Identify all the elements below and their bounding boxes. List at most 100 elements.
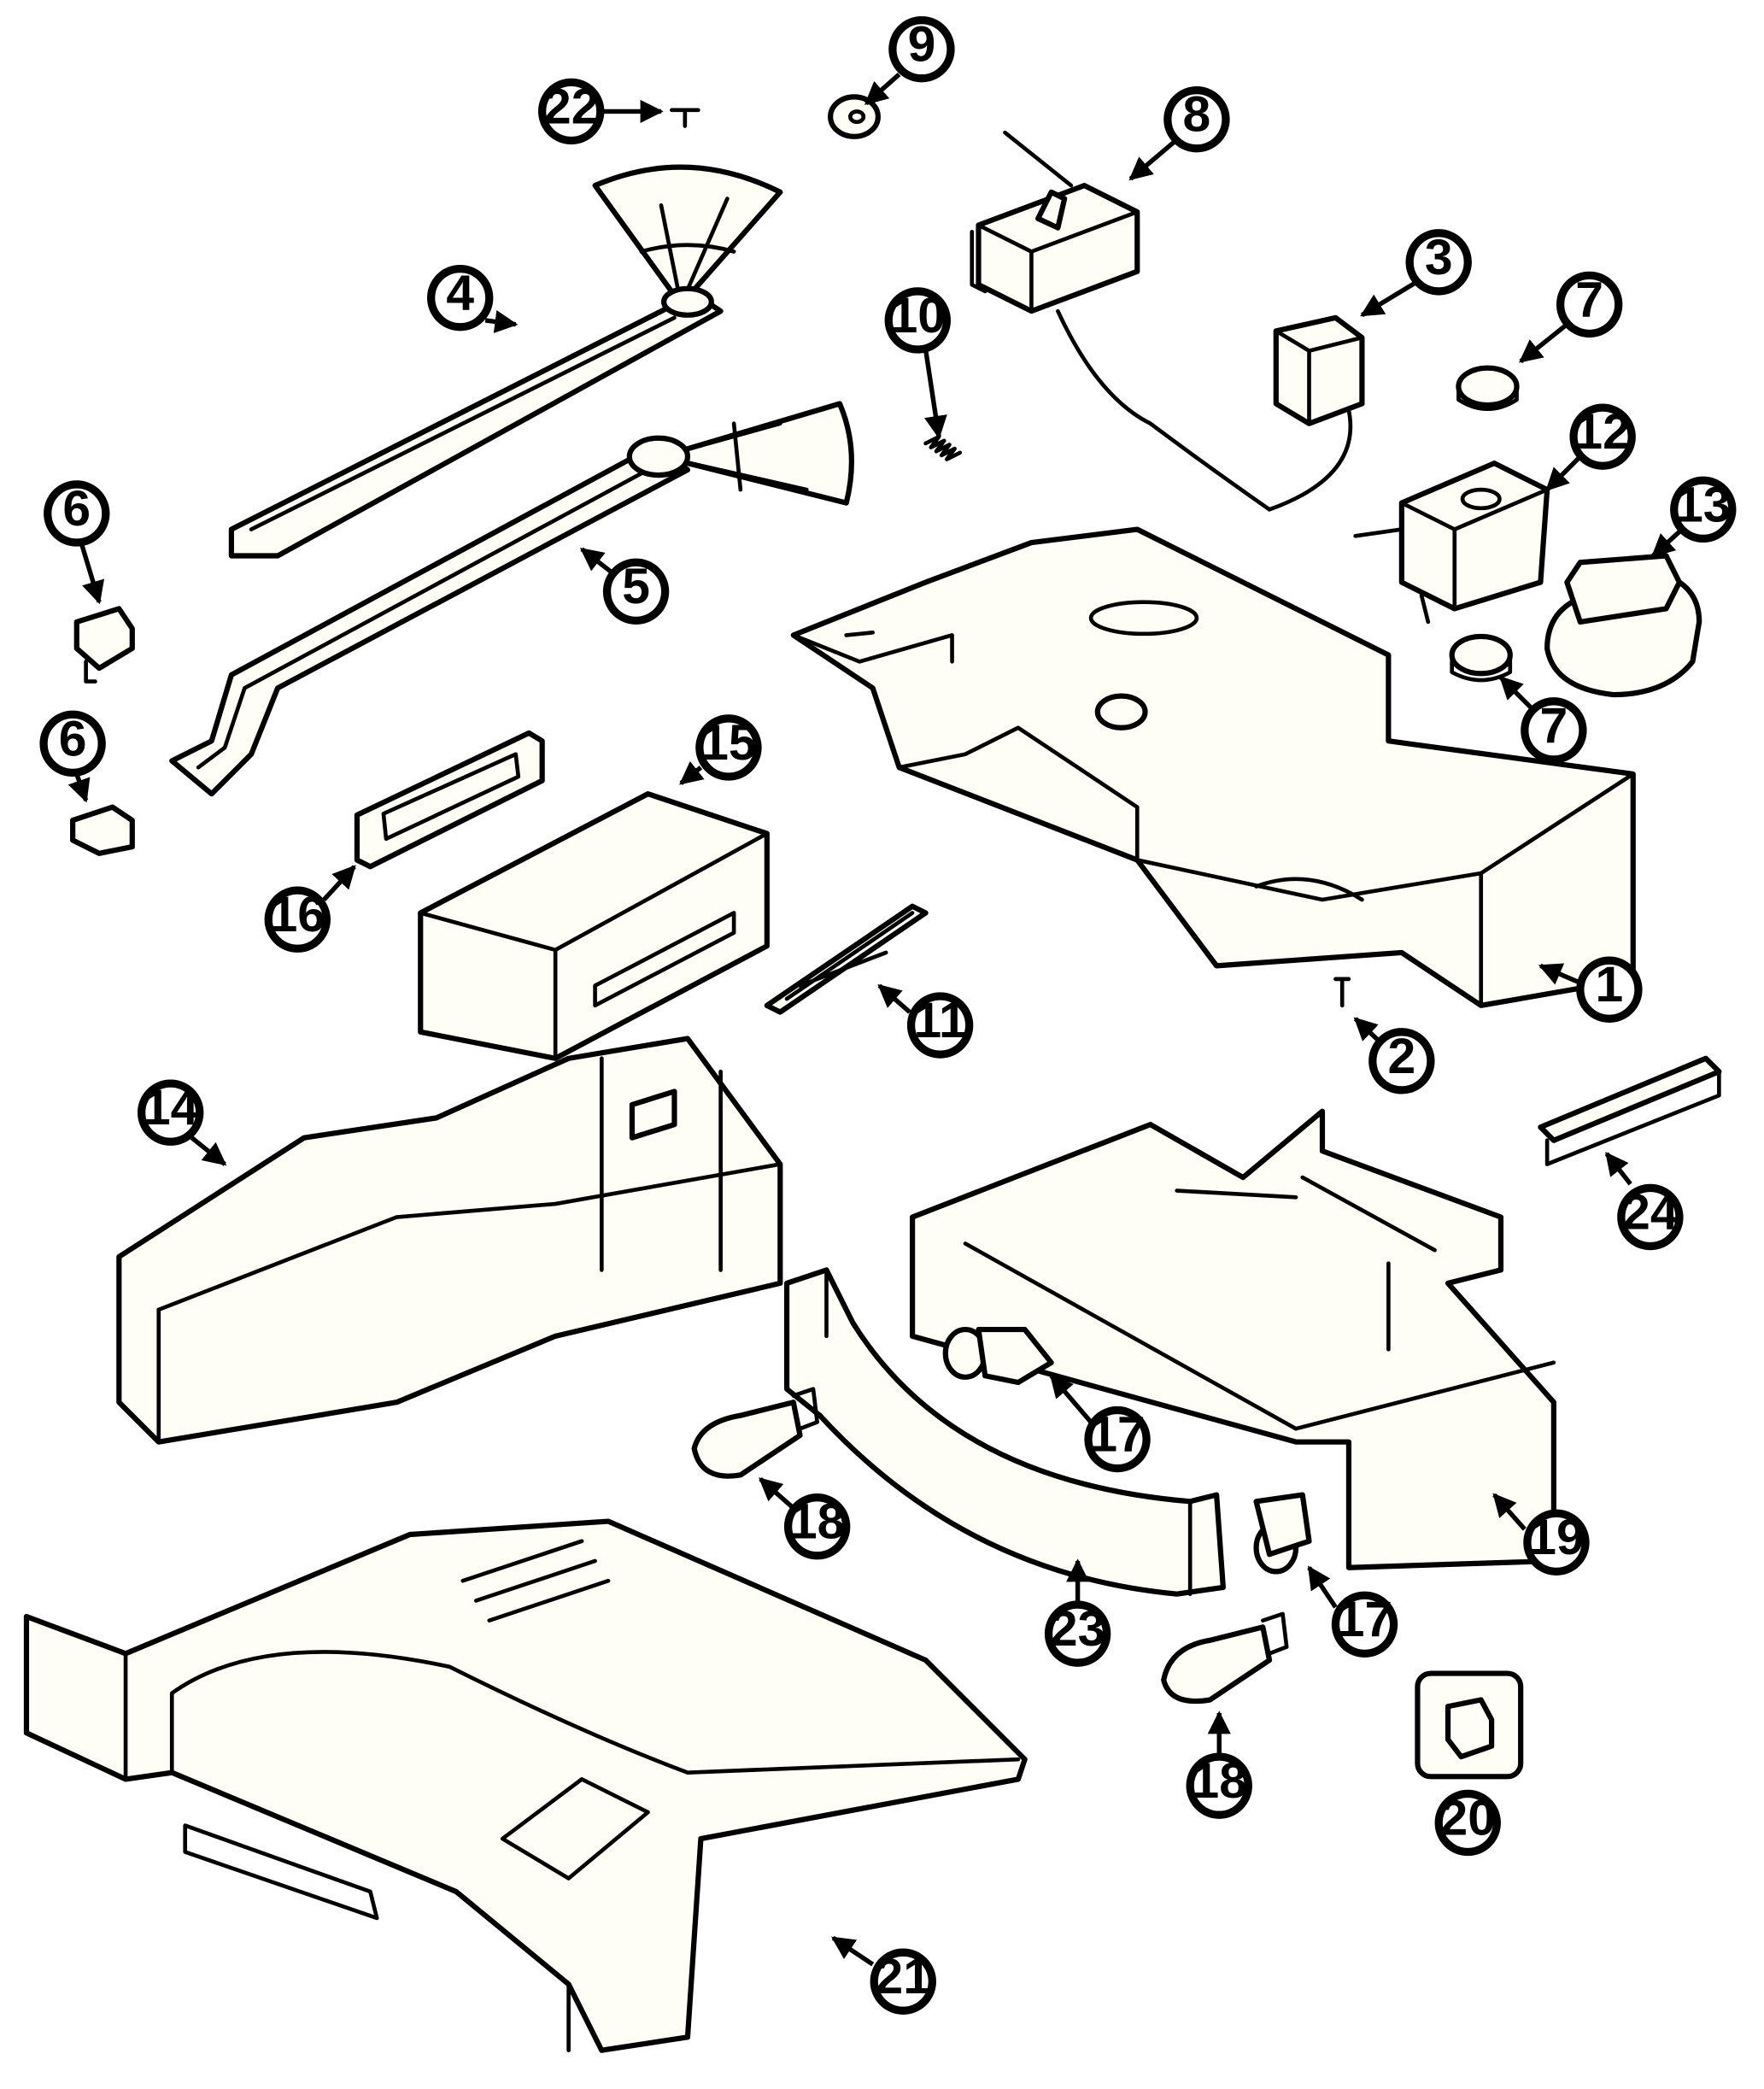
callout-number: 19 — [1528, 1510, 1584, 1565]
part-17-lamp-socket-upper — [942, 1326, 1054, 1386]
callout-circle — [1523, 1509, 1590, 1576]
callout-18: 18 — [759, 1476, 851, 1560]
part-23-shield — [783, 1267, 1226, 1597]
callout-17: 17 — [1049, 1374, 1151, 1473]
callout-number: 12 — [1574, 404, 1630, 460]
part-9-knob — [828, 94, 881, 139]
callout-circle — [888, 15, 955, 83]
callout-number: 3 — [1425, 230, 1453, 285]
callout-19: 19 — [1492, 1493, 1590, 1576]
callout-7: 7 — [1519, 271, 1623, 364]
callout-20: 20 — [1434, 1789, 1501, 1857]
part-17-lamp-socket-lower — [1253, 1492, 1312, 1575]
part-11-grill — [764, 903, 929, 1015]
part-15-duct — [418, 791, 770, 1061]
callout-leader-arrow — [679, 760, 705, 785]
callout-circle — [137, 1079, 204, 1146]
callout-15: 15 — [679, 714, 762, 785]
part-12-bracket — [1353, 461, 1550, 625]
part-5-arm — [169, 401, 854, 797]
callout-circle — [1044, 1600, 1111, 1667]
callout-circle — [1434, 1789, 1501, 1857]
callout-circle — [1670, 476, 1737, 543]
callout-leader-arrow — [579, 547, 612, 574]
part-18-bulb-lower — [1161, 1611, 1289, 1705]
part-13-motor — [1544, 553, 1702, 698]
callout-number: 11 — [914, 993, 967, 1048]
part-3-switch — [1056, 308, 1365, 512]
callout-17: 17 — [1307, 1565, 1398, 1658]
part-10-spring — [923, 434, 963, 461]
callout-number: 10 — [890, 288, 946, 343]
callout-leader-arrow — [1307, 1565, 1338, 1609]
part-7-gear-knob-top — [1456, 365, 1520, 411]
callout-leader-arrow — [1545, 455, 1582, 492]
callout-1: 1 — [1538, 956, 1643, 1023]
callout-number: 4 — [446, 266, 474, 321]
callout-number: 7 — [1575, 272, 1603, 327]
callout-number: 14 — [143, 1080, 199, 1135]
callout-3: 3 — [1360, 229, 1472, 318]
callout-leader-arrow — [1650, 527, 1684, 558]
callout-13: 13 — [1650, 476, 1737, 558]
callout-number: 13 — [1675, 477, 1731, 532]
callout-16: 16 — [264, 865, 356, 953]
callout-leader-arrow — [1049, 1374, 1093, 1424]
callout-leader-arrow — [1360, 279, 1421, 318]
callout-leader-arrow — [322, 865, 356, 901]
callout-21: 21 — [830, 1935, 936, 2015]
callout-circle — [602, 558, 670, 625]
callout-leader-arrow — [1128, 139, 1176, 181]
callout-circle — [1331, 1591, 1398, 1658]
callout-number: 17 — [1089, 1407, 1145, 1463]
part-19-tray — [910, 1108, 1556, 1570]
callout-circle — [1084, 1405, 1151, 1473]
callout-leader-arrow — [830, 1935, 875, 1967]
callout-leader-arrow — [484, 310, 519, 333]
part-22-rivet — [670, 108, 700, 128]
part-24-rail — [1538, 1055, 1722, 1166]
callout-circle — [39, 710, 106, 778]
part-20-switch — [1415, 1670, 1524, 1780]
callout-number: 9 — [908, 17, 936, 73]
callout-number: 24 — [1622, 1184, 1679, 1240]
callout-number: 20 — [1440, 1790, 1496, 1845]
callout-number: 16 — [270, 887, 325, 942]
callout-circle — [1569, 403, 1636, 470]
callout-number: 8 — [1183, 87, 1211, 143]
callout-number: 22 — [543, 79, 599, 134]
callout-number: 18 — [1192, 1753, 1247, 1809]
part-18-bulb-upper — [691, 1387, 819, 1479]
callout-number: 21 — [876, 1949, 931, 2004]
callout-circle — [695, 714, 762, 781]
callout-number: 2 — [1387, 1029, 1415, 1084]
part-1-housing — [790, 526, 1636, 1008]
callout-5: 5 — [579, 547, 670, 625]
callout-24: 24 — [1604, 1152, 1684, 1251]
part-2-screw — [1333, 977, 1351, 1008]
callout-circle — [1186, 1752, 1252, 1819]
callout-circle — [538, 78, 605, 145]
callout-11: 11 — [877, 983, 974, 1059]
callout-leader-arrow — [759, 1476, 795, 1511]
part-6-clip-lower — [70, 804, 135, 856]
part-16-frame — [354, 730, 545, 870]
callout-circle — [870, 1948, 936, 2015]
callout-leader-arrow — [923, 349, 947, 439]
callout-circle — [426, 264, 494, 332]
callout-leader-arrow — [1538, 963, 1579, 985]
callout-23: 23 — [1044, 1558, 1111, 1667]
callout-circle — [1368, 1028, 1435, 1094]
callout-number: 18 — [789, 1494, 845, 1550]
callout-12: 12 — [1545, 403, 1636, 492]
callout-leader-arrow — [190, 1135, 227, 1166]
callout-8: 8 — [1128, 85, 1230, 181]
callout-leader-arrow — [1499, 676, 1536, 713]
callout-6: 6 — [39, 710, 106, 803]
callout-circle — [783, 1493, 851, 1560]
callout-number: 6 — [59, 711, 87, 766]
callout-circle — [1617, 1183, 1684, 1251]
callout-2: 2 — [1353, 1017, 1435, 1094]
